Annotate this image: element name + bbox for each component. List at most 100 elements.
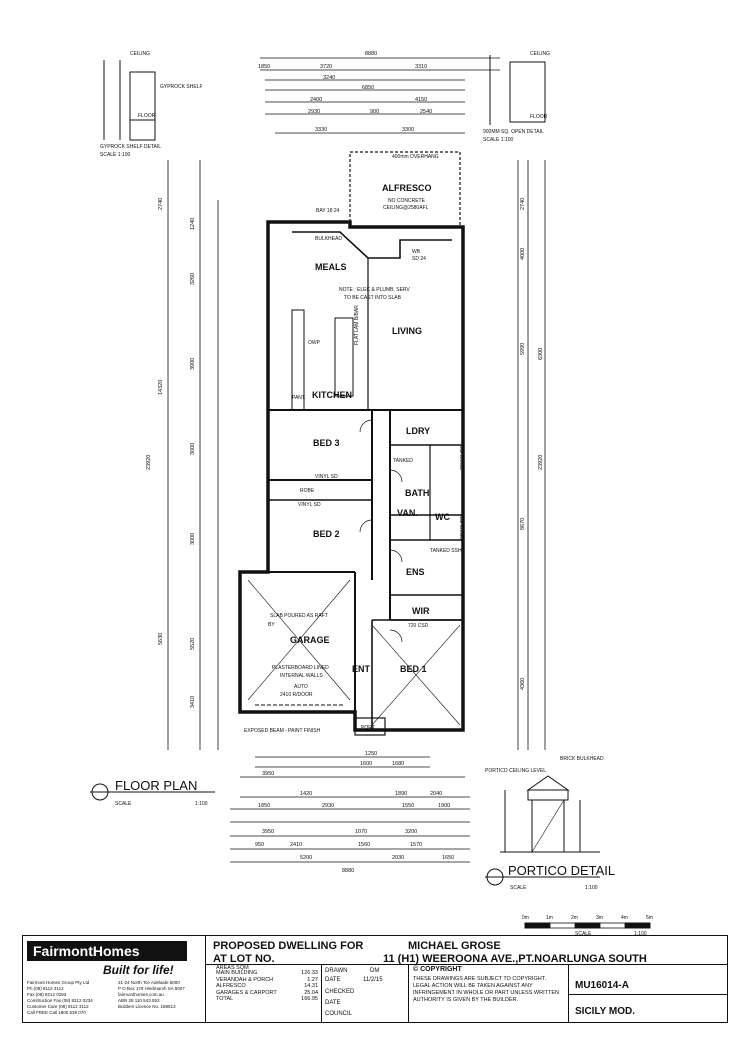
owp-label: OWP: [308, 340, 321, 346]
floor-label-1: FLOOR: [138, 113, 156, 119]
scale-tick-4: 4m: [621, 915, 628, 921]
room-meals: MEALS: [315, 262, 347, 272]
dim-bottom-3950-b: 3950: [262, 829, 274, 835]
open-detail-title: 900MM SQ. OPEN DETAIL: [483, 129, 544, 135]
room-bed-1: BED 1: [400, 664, 427, 674]
room-bed-3: BED 3: [313, 438, 340, 448]
dim-left-14320: 14320: [158, 380, 164, 395]
obscure-note-1: OBSCURE: [460, 445, 466, 470]
dim-left-1240: 1240: [190, 218, 196, 230]
drawn-value: DM: [370, 968, 380, 974]
portico-scale-value: 1:100: [585, 885, 598, 891]
bay-note: BAY 18 24: [316, 208, 340, 214]
dim-top-1850: 1850: [258, 64, 270, 70]
dim-top-overall: 8880: [365, 51, 377, 57]
dim-bottom-overall: 8880: [342, 868, 354, 874]
vinyl-sd-label-2: VINYL SD: [298, 502, 321, 508]
elec-plumb-note: NOTE : ELEC & PLUMB. SERV: [339, 287, 410, 293]
dim-right-6300: 6300: [538, 348, 544, 360]
room-entry: ENT: [352, 664, 371, 674]
roller-door-note: 2410 R/DOOR: [280, 692, 313, 698]
company-line-6: Call FREE Call 1800 639 070: [27, 1010, 86, 1015]
dim-bottom-1890: 1890: [395, 791, 407, 797]
floor-plan-scale-value: 1:100: [195, 801, 208, 807]
dim-right-2740: 2740: [520, 198, 526, 210]
company-line-2: Ph (08) 8112 3112: [27, 986, 64, 991]
drawn-label: DRAWN: [325, 968, 348, 974]
dim-bottom-1850: 1850: [258, 803, 270, 809]
dim-bottom-1560: 1560: [358, 842, 370, 848]
dim-top-2930: 2930: [308, 109, 320, 115]
tanked-note-2: TANKED SSH: [430, 548, 462, 554]
dim-bottom-3200: 3200: [405, 829, 417, 835]
dim-left-2740: 2740: [158, 198, 164, 210]
date2-label: DATE: [325, 1000, 341, 1006]
pantry-label: PANT.: [292, 395, 306, 401]
dim-left-overall: 23920: [146, 455, 152, 470]
dim-top-2540: 2540: [420, 109, 432, 115]
areas-heading: AREAS SQM: [216, 965, 249, 971]
dim-top-6850: 6850: [362, 85, 374, 91]
floor-label-2: FLOOR: [530, 114, 548, 120]
copyright-text: THESE DRAWINGS ARE SUBJECT TO COPYRIGHT.…: [413, 976, 559, 1003]
dim-bottom-1250: 1250: [365, 751, 377, 757]
address-line-5: Builders Licence No. 188513: [118, 1004, 176, 1009]
dim-bottom-2930: 2930: [322, 803, 334, 809]
scale-tick-2: 2m: [571, 915, 578, 921]
client-name: MICHAEL GROSE: [408, 940, 501, 952]
floor-plan-title: FLOOR PLAN: [115, 778, 197, 793]
dim-top-3300: 3300: [402, 127, 414, 133]
exposed-beam-note: EXPOSED BEAM - PAINT FINISH: [244, 728, 321, 734]
dim-bottom-1650: 1650: [442, 855, 454, 861]
address-line-1: 21-24 North Tce Adelaide 5000: [118, 980, 180, 985]
room-wc: WC: [435, 512, 450, 522]
alfresco-note: NO CONCRETE: [388, 198, 426, 204]
scale-tick-5: 5m: [646, 915, 653, 921]
flat-bar-note: FLAT LAM B/BAR: [354, 305, 360, 345]
dim-bottom-1680: 1680: [392, 761, 404, 767]
auto-note: AUTO: [294, 684, 308, 690]
scale-bar-label: SCALE: [575, 931, 592, 937]
dim-top-3330: 3330: [315, 127, 327, 133]
date-value: 11/2/15: [363, 977, 383, 983]
room-kitchen: KITCHEN: [312, 390, 352, 400]
tanked-note-1: TANKED: [393, 458, 413, 464]
room-alfresco: ALFRESCO: [382, 183, 432, 193]
plasterboard-note: PLASTERBOARD LINED: [272, 665, 329, 671]
address-line-4: ABN 28 110 543 553: [118, 998, 160, 1003]
dim-bottom-1600: 1600: [360, 761, 372, 767]
scale-tick-1: 1m: [546, 915, 553, 921]
dim-right-5990: 5990: [520, 343, 526, 355]
room-laundry: LDRY: [406, 426, 430, 436]
address-line-2: P O Box 179 Hindmarsh SA 5007: [118, 986, 185, 991]
csd-label: 720 CSD: [408, 623, 429, 629]
dim-right-overall: 23920: [538, 455, 544, 470]
dim-bottom-1550: 1550: [402, 803, 414, 809]
dim-top-4150: 4150: [415, 97, 427, 103]
wb-note-2: SD 24: [412, 256, 426, 262]
dim-top-2400: 2400: [310, 97, 322, 103]
dim-bottom-1070: 1070: [355, 829, 367, 835]
dim-bottom-3950: 3950: [262, 771, 274, 777]
at-lot-label: AT LOT NO.: [213, 953, 275, 965]
company-line-5: Customer Care (08) 8112 3112: [27, 1004, 89, 1009]
scale-tick-0: 0m: [522, 915, 529, 921]
portico-ceiling-level-label: PORTICO CEILING LEVEL: [485, 768, 546, 774]
room-living: LIVING: [392, 326, 422, 336]
vinyl-sd-label-1: VINYL SD: [315, 474, 338, 480]
scale-bar-value: 1:100: [634, 931, 647, 937]
wb-note: WB: [412, 249, 421, 255]
copyright-heading: © COPYRIGHT: [413, 966, 462, 973]
dim-top-3720: 3720: [320, 64, 332, 70]
obscure-note-2: OBSCURE: [460, 515, 466, 540]
gyprock-shelf-label: GYPROCK SHELF: [160, 84, 203, 90]
title-block: FairmontHomes Built for life! Fairmont H…: [22, 935, 728, 1023]
gyprock-detail-title: GYPROCK SHELF DETAIL: [100, 144, 161, 150]
dim-left-3260: 3260: [190, 273, 196, 285]
